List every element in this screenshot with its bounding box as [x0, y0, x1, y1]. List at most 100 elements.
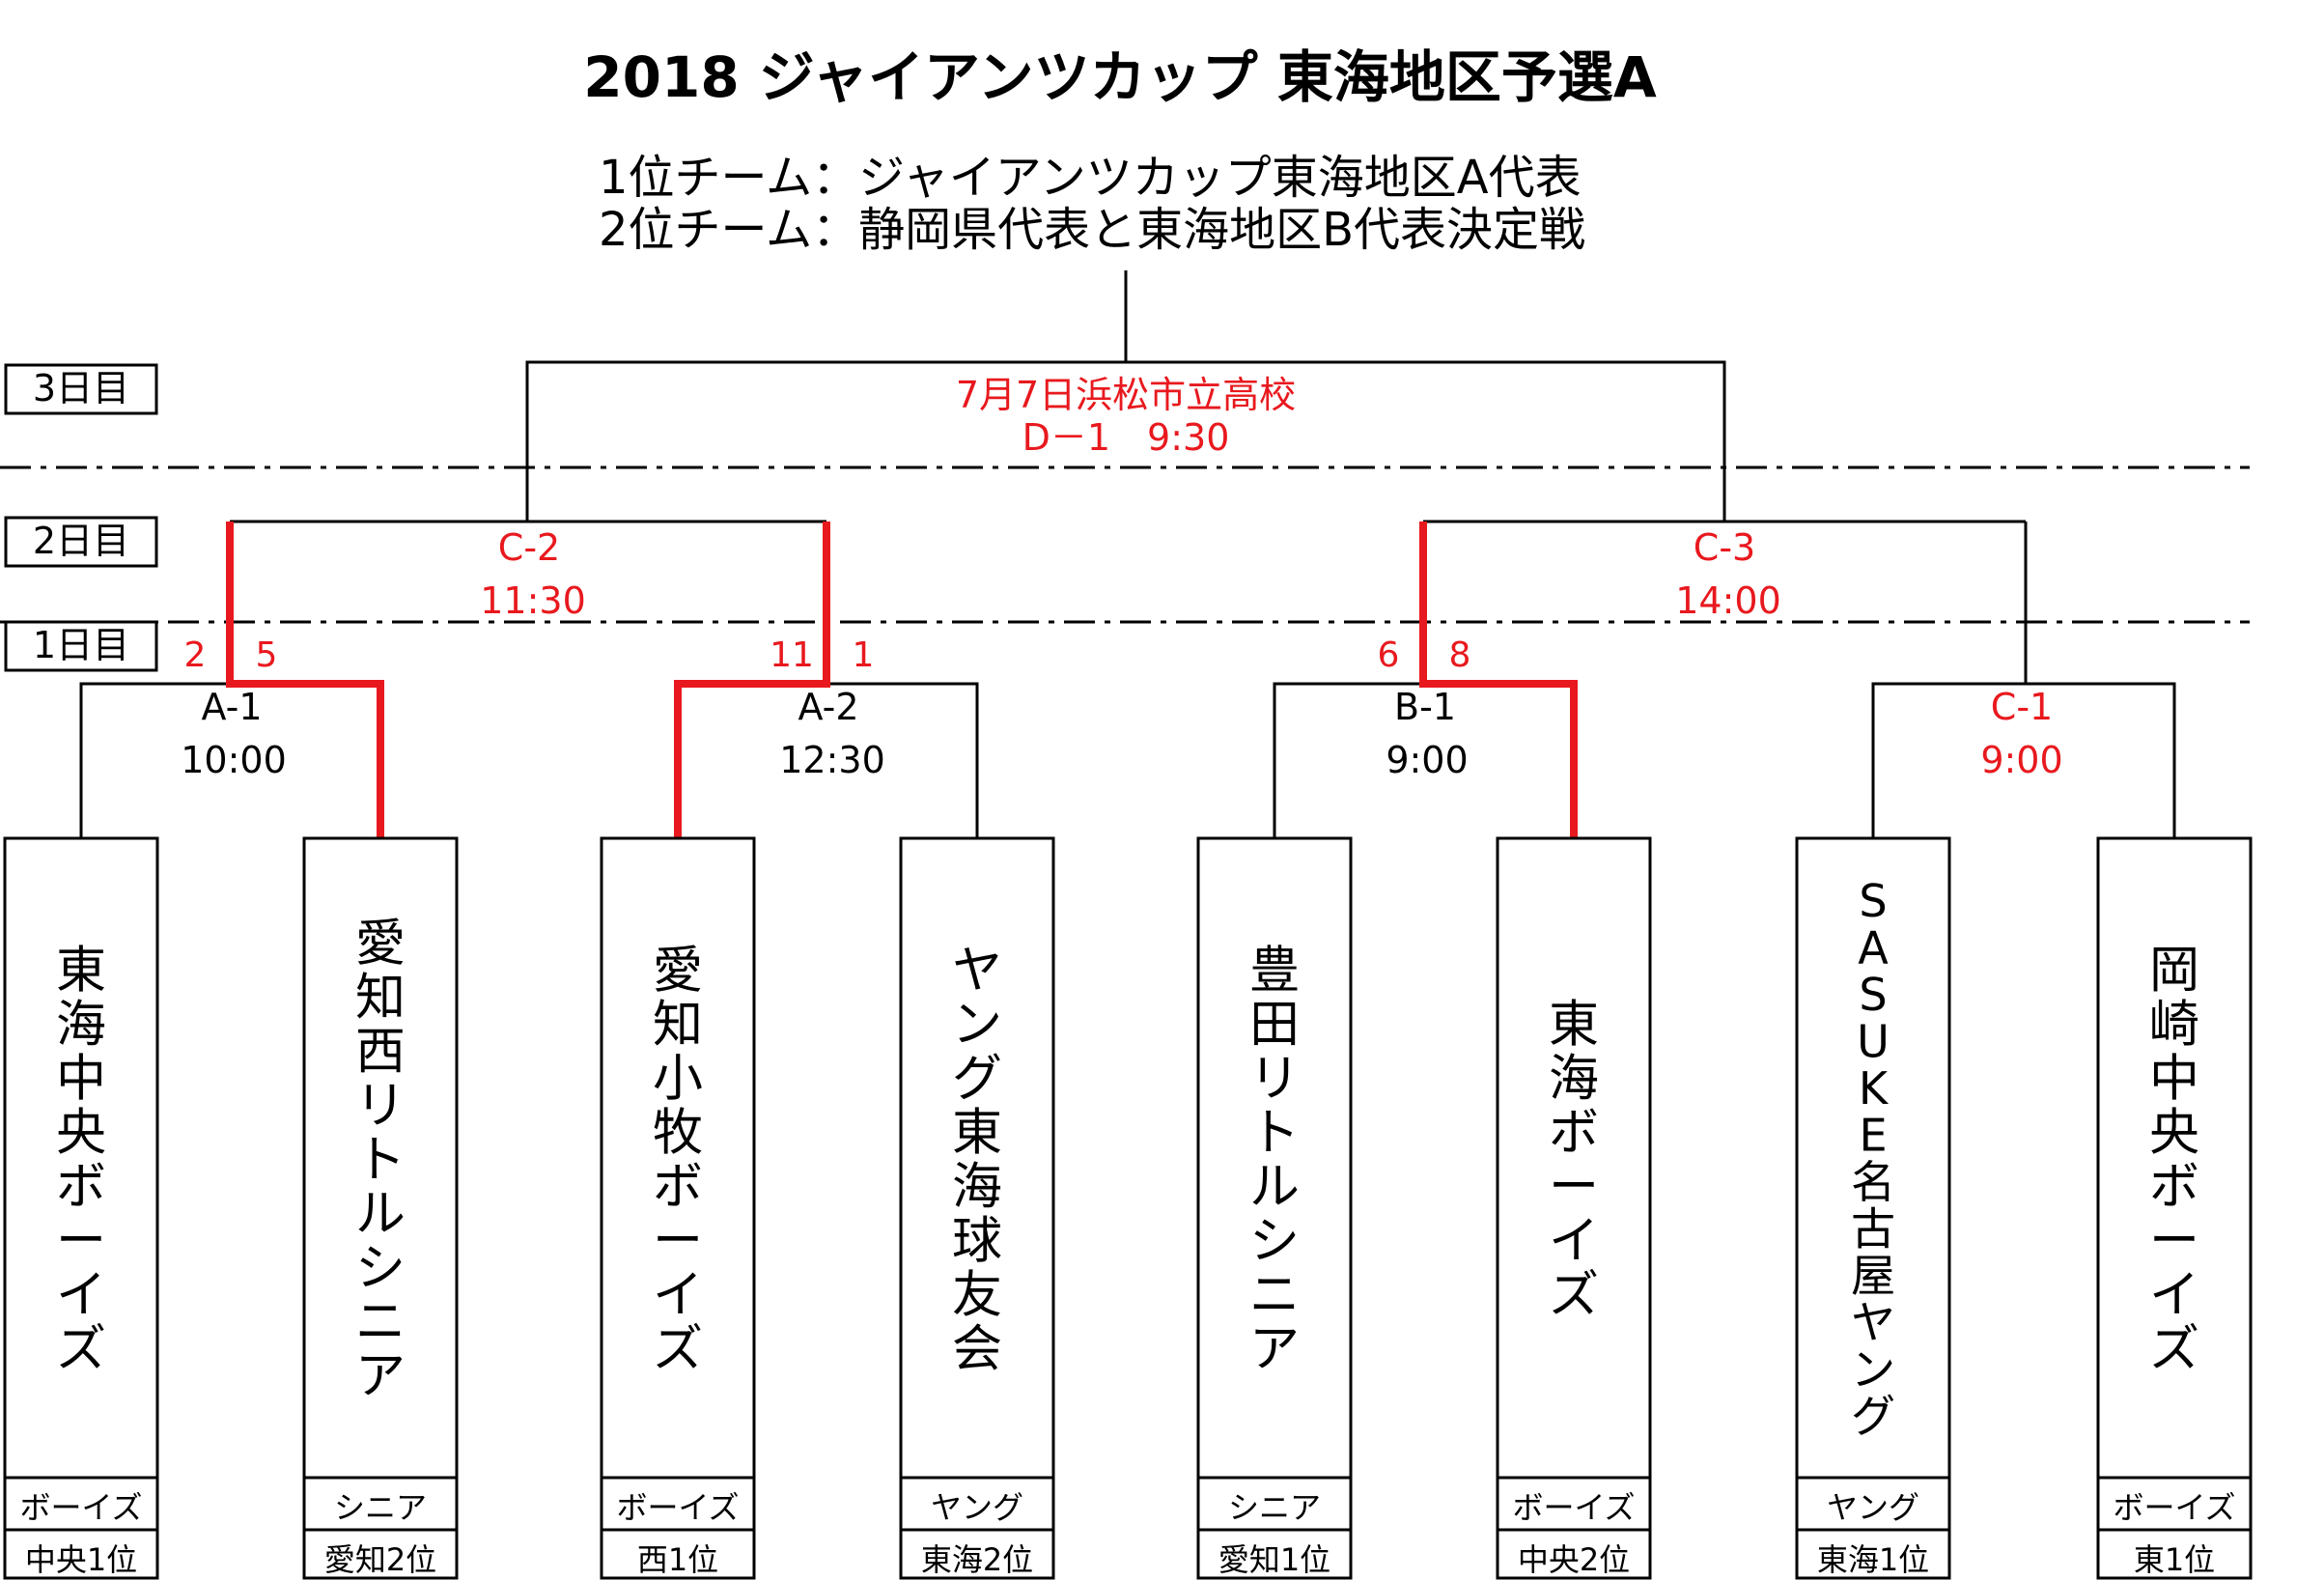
match-c2-code: C-2 — [498, 526, 560, 569]
team-league: ヤング — [1827, 1489, 1919, 1526]
team-league: ヤング — [931, 1489, 1023, 1526]
team-name-char: シ — [355, 1240, 406, 1298]
team-name-char: E — [1859, 1110, 1887, 1162]
team-name-char: ズ — [2149, 1321, 2199, 1379]
team-name-char: ー — [653, 1213, 703, 1271]
team-name-char: 古 — [1851, 1203, 1895, 1256]
match-a2-time: 12:30 — [779, 739, 885, 781]
team-name-char: 中 — [56, 1051, 106, 1109]
team-league: シニア — [1228, 1489, 1321, 1526]
team-name-char: ニ — [355, 1294, 406, 1352]
team-box — [600, 836, 756, 1580]
team-name-char: 岡 — [2149, 943, 2199, 1001]
team-name-char: 西 — [355, 1024, 406, 1082]
team-name-char: 豊 — [1249, 943, 1300, 1001]
team-name-char: 東 — [1549, 997, 1599, 1055]
team-name-char: ニ — [1249, 1267, 1300, 1325]
team-name-char: ボ — [56, 1159, 106, 1217]
score-a1-right: 5 — [256, 635, 278, 675]
team-name-char: ル — [1249, 1159, 1300, 1217]
winner-path-a2 — [674, 522, 830, 838]
team-league: ボーイズ — [2113, 1489, 2235, 1526]
match-a1-time: 10:00 — [181, 739, 287, 781]
team-name-char: 田 — [1249, 997, 1300, 1055]
team-name-char: ズ — [56, 1321, 106, 1379]
team-name-char: ト — [355, 1132, 406, 1190]
team-league: ボーイズ — [616, 1489, 739, 1526]
team-box — [3, 836, 159, 1580]
team-name-char: 愛 — [355, 916, 406, 973]
team-name-char: 崎 — [2149, 997, 2199, 1055]
team-name-char: イ — [2149, 1267, 2199, 1325]
winner-path-b1 — [1419, 522, 1578, 838]
teams-layer: 東海中央ボーイズボーイズ中央1位愛知西リトルシニアシニア愛知2位愛知小牧ボーイズ… — [3, 836, 2253, 1580]
team-rank: 愛知2位 — [324, 1541, 436, 1578]
team-name-char: ヤ — [1851, 1297, 1895, 1349]
team-name-char: 球 — [952, 1213, 1002, 1271]
team-name-char: グ — [1851, 1391, 1895, 1443]
winner-paths — [226, 522, 1578, 838]
team-name-char: 央 — [56, 1105, 106, 1163]
winner-path-a1 — [226, 522, 384, 838]
team-box — [1196, 836, 1353, 1580]
match-c3-code: C-3 — [1694, 526, 1755, 569]
match-b1-time: 9:00 — [1386, 739, 1468, 781]
team-name-char: ボ — [653, 1159, 703, 1217]
bracket-lines — [79, 270, 2176, 838]
subtitle-line-1: 1位チーム：ジャイアンツカップ東海地区A代表 — [599, 151, 1582, 205]
team-name-char: 友 — [952, 1267, 1002, 1325]
team-name-char: シ — [1249, 1213, 1300, 1271]
team-name-char: ズ — [1549, 1267, 1599, 1325]
team-rank: 愛知1位 — [1218, 1541, 1330, 1578]
match-c1-code: C-1 — [1991, 686, 2053, 728]
team-name-char: リ — [355, 1078, 406, 1136]
team-name-char: 知 — [355, 970, 406, 1028]
team-rank: 東1位 — [2134, 1541, 2215, 1578]
team-name-char: 屋 — [1851, 1250, 1895, 1302]
team-box — [2096, 836, 2253, 1580]
score-a2-right: 1 — [853, 635, 875, 675]
match-c1-time: 9:00 — [1980, 739, 2062, 781]
team-name-char: ボ — [2149, 1159, 2199, 1217]
team-name-char: グ — [952, 1051, 1002, 1109]
team-name-char: イ — [1549, 1213, 1599, 1271]
team-name-char: 東 — [952, 1105, 1002, 1163]
final-venue: 7月7日浜松市立高校 — [956, 374, 1296, 416]
team-name-char: 知 — [653, 997, 703, 1055]
score-a2-left: 11 — [770, 635, 814, 675]
team-league: シニア — [334, 1489, 427, 1526]
match-b1-code: B-1 — [1394, 686, 1456, 728]
team-rank: 西1位 — [637, 1541, 718, 1578]
team-name-char: U — [1857, 1016, 1890, 1068]
team-name-char: ー — [56, 1213, 106, 1271]
match-c2-time: 11:30 — [480, 579, 586, 622]
team-name-char: ー — [2149, 1213, 2199, 1271]
team-rank: 東海2位 — [921, 1541, 1033, 1578]
team-name-char: イ — [653, 1267, 703, 1325]
team-name-char: ン — [1851, 1343, 1895, 1396]
team-name-char: 会 — [952, 1321, 1002, 1379]
match-a2-code: A-2 — [798, 686, 858, 728]
day-2-box — [4, 516, 158, 568]
team-name-char: 愛 — [653, 943, 703, 1001]
day-3-label: 3日目 — [33, 367, 129, 409]
team-league: ボーイズ — [1512, 1489, 1635, 1526]
team-name-char: 海 — [952, 1159, 1002, 1217]
team-name-char: ー — [1549, 1159, 1599, 1217]
team-name-char: 東 — [56, 943, 106, 1001]
match-c3-time: 14:00 — [1675, 579, 1781, 622]
team-rank: 中央2位 — [1518, 1541, 1630, 1578]
team-name-char: ア — [1249, 1321, 1300, 1379]
team-name-char: ル — [355, 1186, 406, 1244]
team-name-char: ン — [952, 997, 1002, 1055]
